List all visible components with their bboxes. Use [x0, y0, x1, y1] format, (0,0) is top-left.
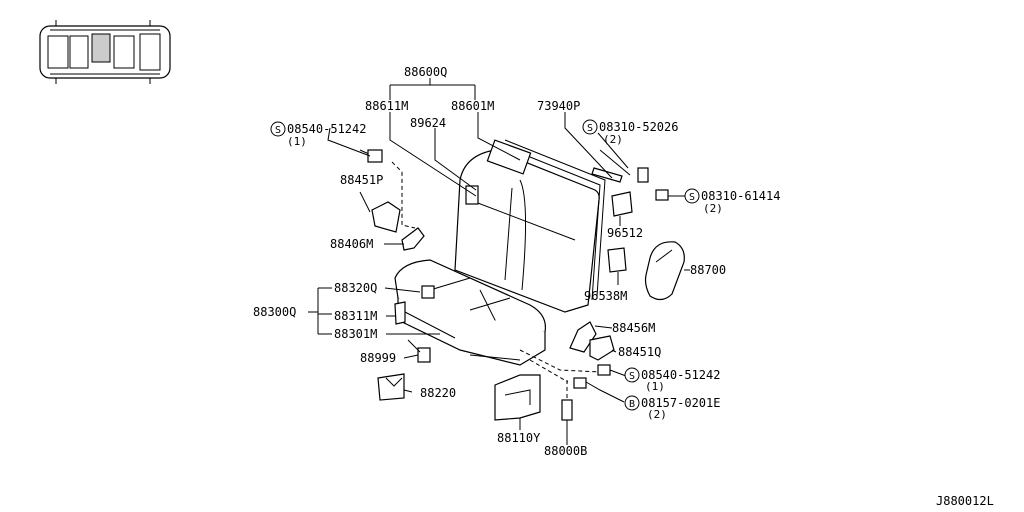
s-badge-top-left: S [270, 121, 286, 137]
label-89624: 89624 [410, 116, 446, 130]
label-88601M: 88601M [451, 99, 494, 113]
label-08310-61414: 08310-61414 [701, 189, 780, 203]
label-88456M: 88456M [612, 321, 655, 335]
leader-lines [308, 78, 695, 445]
svg-text:S: S [629, 371, 635, 382]
svg-text:S: S [275, 125, 281, 136]
s-badge-08310-52026: S [582, 119, 598, 135]
label-08540-51242-bottom: 08540-51242 [641, 368, 720, 382]
s-badge-08540-bottom: S [624, 367, 640, 383]
svg-text:S: S [587, 123, 593, 134]
b-badge-08157: B [624, 395, 640, 411]
hardware-parts [359, 149, 685, 421]
label-96512: 96512 [607, 226, 643, 240]
label-88600Q: 88600Q [404, 65, 447, 79]
label-96538M: 96538M [584, 289, 627, 303]
label-08310-61414-qty: (2) [703, 202, 723, 215]
label-88451P: 88451P [340, 173, 383, 187]
label-73940P: 73940P [537, 99, 580, 113]
figure-code: J880012L [936, 494, 994, 508]
label-08540-51242-top: 08540-51242 [287, 122, 366, 136]
label-88110Y: 88110Y [497, 431, 541, 445]
svg-text:S: S [689, 192, 695, 203]
label-88700: 88700 [690, 263, 726, 277]
label-08310-52026-qty: (2) [603, 133, 623, 146]
seat-cushion-illustration [394, 259, 547, 366]
label-88300Q: 88300Q [253, 305, 296, 319]
label-08540-51242-bottom-qty: (1) [645, 380, 665, 393]
vehicle-locator-icon [39, 20, 171, 84]
label-88999: 88999 [360, 351, 396, 365]
label-08157-0201E: 08157-0201E [641, 396, 720, 410]
label-88220: 88220 [420, 386, 456, 400]
label-88301M: 88301M [334, 327, 377, 341]
label-88611M: 88611M [365, 99, 408, 113]
label-88000B: 88000B [544, 444, 587, 458]
label-08540-51242-top-qty: (1) [287, 135, 307, 148]
label-08310-52026: 08310-52026 [599, 120, 678, 134]
label-08157-0201E-qty: (2) [647, 408, 667, 421]
s-badge-08310-61414: S [684, 188, 700, 204]
label-88311M: 88311M [334, 309, 377, 323]
label-88320Q: 88320Q [334, 281, 377, 295]
svg-text:B: B [629, 399, 635, 410]
label-88451Q: 88451Q [618, 345, 661, 359]
label-88406M: 88406M [330, 237, 373, 251]
